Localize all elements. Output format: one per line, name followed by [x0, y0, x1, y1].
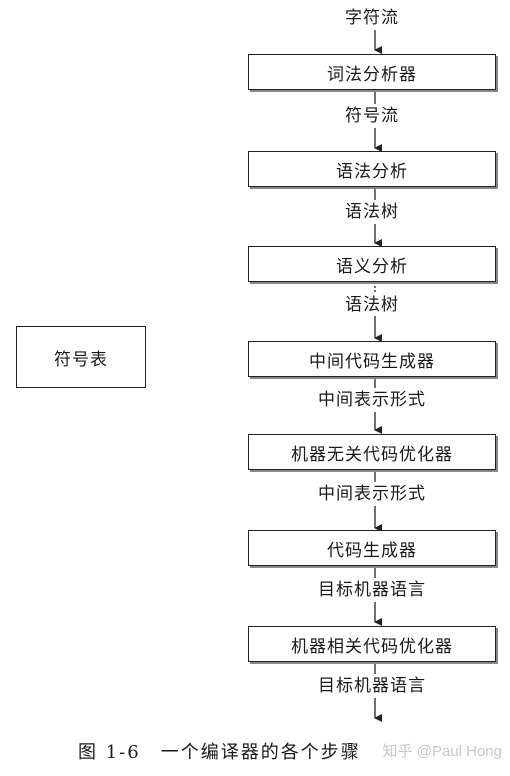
stage-code-generator: 代码生成器	[248, 530, 496, 566]
stage-lexical-analyzer: 词法分析器	[248, 54, 496, 90]
stage-machine-independent-optimizer: 机器无关代码优化器	[248, 434, 496, 470]
stream-label-target-machine-language-2: 目标机器语言	[318, 676, 426, 696]
stage-semantic-analysis: 语义分析	[248, 246, 496, 282]
symbol-table-box: 符号表	[16, 326, 146, 388]
stream-label-target-machine-language-1: 目标机器语言	[318, 580, 426, 600]
figure-caption: 图 1-6 一个编译器的各个步骤	[78, 742, 361, 763]
stream-label-syntax-tree-1: 语法树	[345, 202, 399, 222]
stream-label-intermediate-representation-1: 中间表示形式	[318, 390, 426, 410]
stream-label-syntax-tree-2: 语法树	[345, 295, 399, 315]
stage-intermediate-code-generator: 中间代码生成器	[248, 341, 496, 377]
stage-machine-dependent-optimizer: 机器相关代码优化器	[248, 626, 496, 662]
stream-label-token-stream: 符号流	[345, 106, 399, 126]
stage-syntax-analysis: 语法分析	[248, 151, 496, 187]
watermark: 知乎 @Paul Hong	[382, 743, 502, 760]
stream-label-intermediate-representation-2: 中间表示形式	[318, 484, 426, 504]
stream-label-character-stream: 字符流	[345, 8, 399, 28]
